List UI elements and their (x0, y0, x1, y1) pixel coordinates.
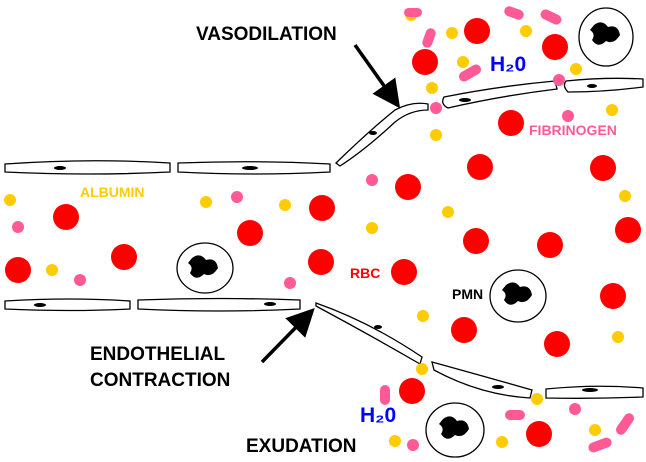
endothelial-nuclei (34, 84, 598, 392)
exudation-label: EXUDATION (246, 436, 356, 457)
endothelial-cell (4, 298, 131, 312)
endothelial-cell (545, 385, 644, 399)
neutrophil (425, 402, 485, 458)
endothelial-contraction-arrow (260, 307, 315, 364)
endothelial-cell (335, 102, 429, 167)
endothelial-cell (315, 302, 423, 365)
endothelial-label: ENDOTHELIAL (90, 344, 226, 365)
water-label: H₂0 (360, 404, 396, 427)
red-blood-cells (5, 18, 641, 447)
endothelial-cell (4, 160, 171, 175)
neutrophil (489, 269, 547, 323)
endothelial-cell (563, 77, 644, 93)
endothelial-cell (137, 297, 301, 312)
rbc-label: RBC (350, 265, 380, 281)
endothelial-cells (4, 77, 644, 399)
vasodilation-arrow (353, 43, 401, 109)
neutrophil (176, 242, 234, 294)
albumin-label: ALBUMIN (80, 184, 145, 200)
vasodilation-label: VASODILATION (196, 24, 337, 45)
endothelial-cell (442, 80, 558, 109)
endothelial-cell (431, 361, 533, 399)
fibrinogen-label: FIBRINOGEN (529, 122, 617, 138)
contraction-label: CONTRACTION (90, 370, 230, 391)
fibrinogen-particles (12, 6, 635, 453)
pmn-label: PMN (452, 286, 483, 302)
neutrophil (578, 7, 634, 67)
water-label: H₂0 (490, 53, 526, 76)
